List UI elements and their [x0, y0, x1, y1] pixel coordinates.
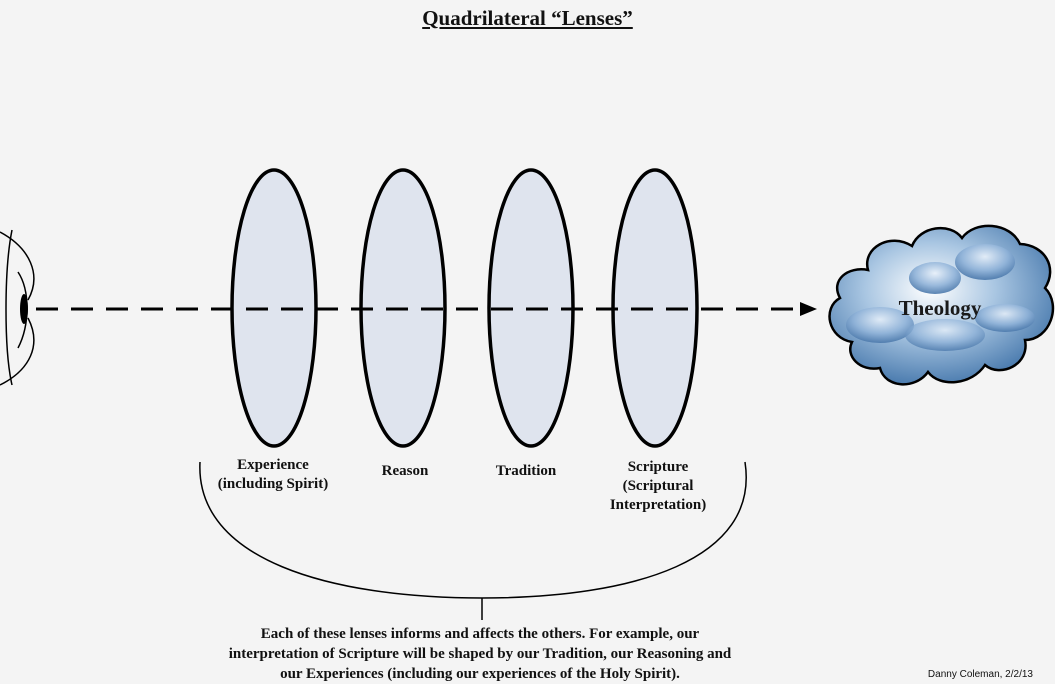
- page-title: Quadrilateral “Lenses”: [422, 6, 633, 30]
- author-credit: Danny Coleman, 2/2/13: [927, 669, 1033, 680]
- lens-label-reason: Reason: [381, 463, 429, 479]
- lens-label-scripture: Scripture (Scriptural Interpretation): [609, 459, 707, 513]
- target-label: Theology: [899, 296, 982, 320]
- lens-experience: [230, 168, 318, 448]
- cloud-icon: Theology: [828, 224, 1055, 386]
- eye-icon: [0, 229, 35, 386]
- arrowhead-icon: [800, 302, 817, 316]
- diagram-caption: Each of these lenses informs and affects…: [228, 626, 732, 682]
- lens-label-tradition: Tradition: [495, 463, 557, 479]
- lens-label-experience: Experience (including Spirit): [217, 457, 329, 492]
